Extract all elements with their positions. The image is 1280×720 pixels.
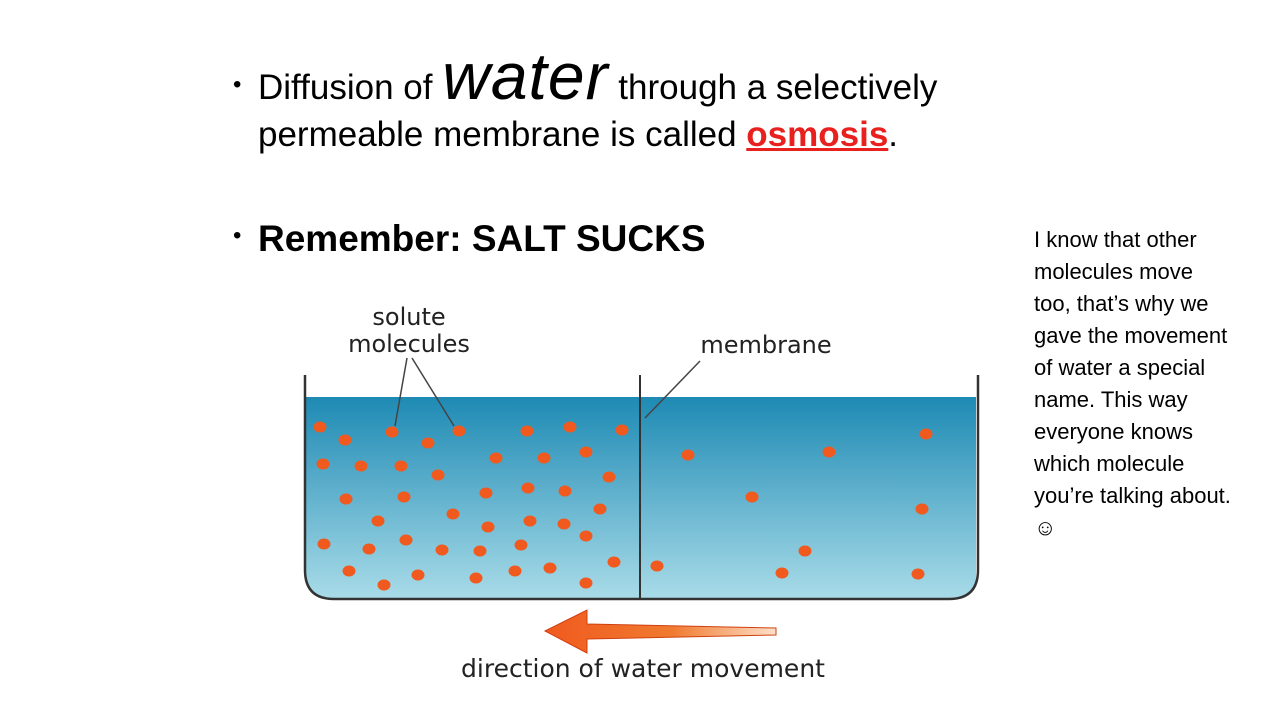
bullet-dot: • [233,71,242,98]
solute-molecule [342,565,356,577]
bullet-line-1: Diffusion of water through a selectively [258,38,937,114]
solute-molecule [557,518,571,530]
solute-molecule [313,421,327,433]
solute-molecule [607,556,621,568]
solute-molecule [421,437,435,449]
solute-molecule [593,503,607,515]
text-diffusion-of: Diffusion of [258,68,443,107]
solute-molecule [579,577,593,589]
solute-pointer-line [411,357,455,427]
label-molecules: molecules [348,330,470,358]
text-water-emphasis: water [442,39,609,113]
solute-molecule [579,446,593,458]
text-remember-salt-sucks: Remember: SALT SUCKS [258,218,706,259]
solute-molecule [446,508,460,520]
solute-molecule [681,449,695,461]
direction-arrow [543,609,777,654]
solute-molecule [354,460,368,472]
solute-molecule [399,534,413,546]
solute-molecule [523,515,537,527]
solute-molecule [579,530,593,542]
solute-molecule [338,434,352,446]
solute-molecule [911,568,925,580]
solute-molecule [473,545,487,557]
solute-molecule [316,458,330,470]
label-membrane: membrane [700,331,831,359]
solute-molecule [452,425,466,437]
side-note: I know that other molecules move too, th… [1034,227,1231,540]
solute-molecule [745,491,759,503]
solute-molecule [798,545,812,557]
bullet-line-2: permeable membrane is called osmosis. [258,115,898,155]
membrane-pointer-line [644,360,701,419]
text-permeable-membrane: permeable membrane is called [258,115,747,154]
solute-molecule [520,425,534,437]
solute-molecule [479,487,493,499]
solute-molecule [377,579,391,591]
solute-molecule [397,491,411,503]
solute-molecule [563,421,577,433]
container-outline [303,375,980,601]
solute-molecule [481,521,495,533]
solute-molecule [394,460,408,472]
bullet-dot: • [233,222,242,249]
solute-molecule [521,482,535,494]
solute-molecule [508,565,522,577]
solute-pointer-line [394,357,408,427]
solute-molecule [431,469,445,481]
label-direction-of-water-movement: direction of water movement [461,654,825,683]
text-osmosis: osmosis [746,115,889,154]
solute-molecule [650,560,664,572]
solute-molecule [339,493,353,505]
solute-molecule [371,515,385,527]
solute-molecules [313,421,933,591]
text-through-selectively: through a selectively [608,68,938,107]
solute-molecule [435,544,449,556]
solute-molecule [317,538,331,550]
solute-molecule [537,452,551,464]
solute-molecule [411,569,425,581]
solute-molecule [469,572,483,584]
solute-molecule [543,562,557,574]
solute-molecule [915,503,929,515]
solute-molecule [602,471,616,483]
solute-molecule [514,539,528,551]
label-solute: solute [372,303,445,331]
solute-molecule [385,426,399,438]
solute-molecule [615,424,629,436]
solute-molecule [558,485,572,497]
solute-molecule [489,452,503,464]
solute-molecule [919,428,933,440]
solute-molecule [775,567,789,579]
text-period: . [888,115,899,154]
solute-molecule [822,446,836,458]
solute-molecule [362,543,376,555]
